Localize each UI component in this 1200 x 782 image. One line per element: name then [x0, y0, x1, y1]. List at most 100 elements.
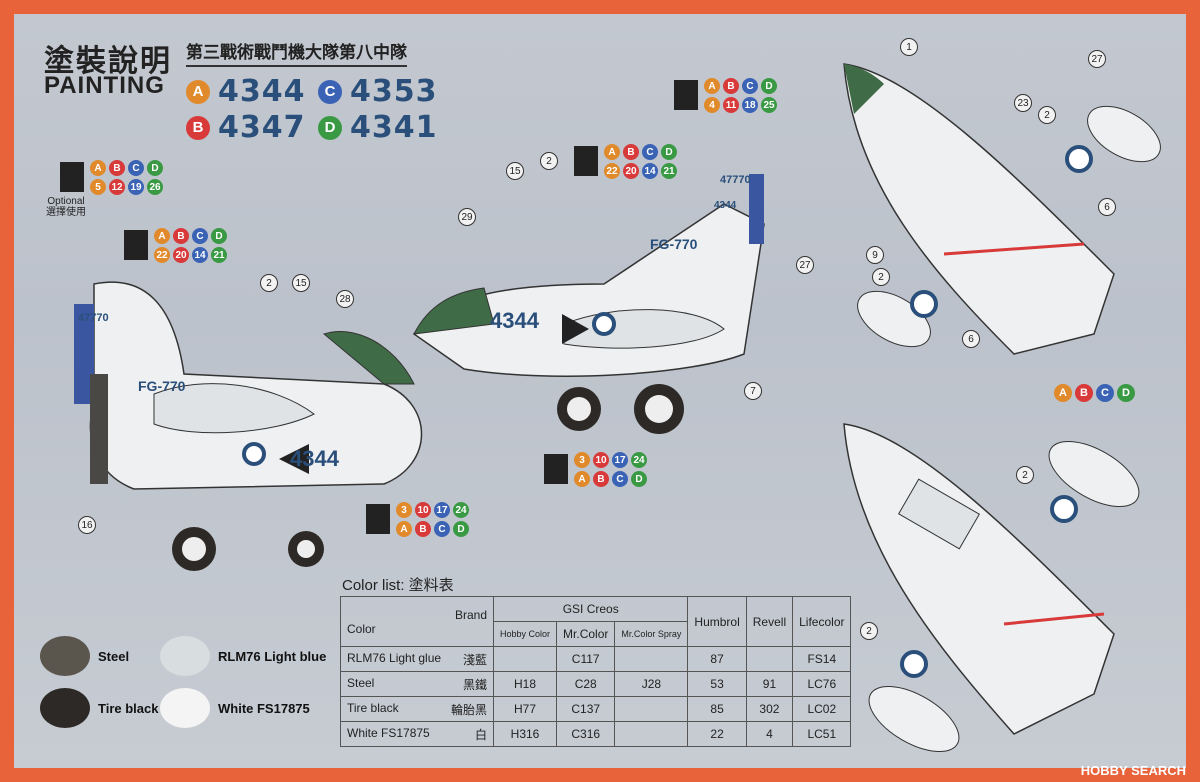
aircraft-right-side-view: [412, 174, 765, 434]
decal-number: 20: [623, 163, 639, 179]
variant-number: 4347: [218, 110, 306, 145]
cell-mr: C137: [556, 696, 616, 722]
header-mr-color-spray: Mr.Color Spray: [614, 621, 689, 647]
cell-spray: J28: [614, 671, 689, 697]
decal-number: 10: [415, 502, 431, 518]
variant-number: 4341: [350, 110, 438, 145]
cell-hobby: H18: [492, 671, 558, 697]
title-chinese: 塗裝說明: [44, 44, 172, 79]
cell-revell: 302: [745, 696, 794, 722]
aircraft-top-view: [843, 63, 1161, 355]
swatch-white: White FS17875: [160, 688, 310, 728]
legend-letter: C: [1096, 384, 1114, 402]
callout: 1: [900, 38, 918, 56]
decal-letter: C: [742, 78, 758, 94]
cell-humbrol: 87: [687, 646, 747, 672]
swatch-steel: Steel: [40, 636, 129, 676]
decal-letter: A: [574, 471, 590, 487]
serial-marking: 47770: [720, 174, 751, 186]
decal-group-optional: A B C D 5 12 19 26: [60, 160, 163, 198]
decal-group: 3 10 17 24 A B C D: [544, 452, 647, 490]
swatch-label: Steel: [98, 648, 130, 664]
cell-life: LC02: [792, 696, 852, 722]
color-list-table: Brand Color GSI Creos Humbrol Revell Lif…: [340, 596, 852, 747]
cell-revell: [745, 646, 794, 672]
title-english: PAINTING: [44, 72, 165, 99]
decal-number: 14: [642, 163, 658, 179]
decal-number: 12: [109, 179, 125, 195]
decal-group: 3 10 17 24 A B C D: [366, 502, 469, 540]
decal-number: 3: [396, 502, 412, 518]
decal-number: 4: [704, 97, 720, 113]
fuselage-number: 4344: [490, 308, 539, 333]
decal-letter: B: [109, 160, 125, 176]
cell-life: LC51: [792, 721, 852, 747]
decal-letter: D: [147, 160, 163, 176]
swatch-color: [40, 636, 90, 676]
optional-label: Optional 選擇使用: [46, 196, 86, 218]
decal-number: 20: [173, 247, 189, 263]
callout: 6: [962, 330, 980, 348]
callout: 28: [336, 290, 354, 308]
decal-number: 11: [723, 97, 739, 113]
cell-revell: 91: [745, 671, 794, 697]
decal-letter: B: [623, 144, 639, 160]
decal-icon: [60, 162, 84, 192]
callout: 2: [540, 152, 558, 170]
decal-letter: D: [761, 78, 777, 94]
decal-letter: C: [128, 160, 144, 176]
cell-spray: [614, 696, 689, 722]
fuselage-number: 4344: [290, 446, 339, 471]
decal-icon: [124, 230, 148, 260]
callout: 7: [744, 382, 762, 400]
decal-letter: D: [453, 521, 469, 537]
decal-group: A B C D 22 20 14 21: [574, 144, 677, 182]
decal-letter: B: [415, 521, 431, 537]
decal-number: 17: [434, 502, 450, 518]
code-marking: FG-770: [138, 378, 186, 394]
callout: 27: [796, 256, 814, 274]
callout: 27: [1088, 50, 1106, 68]
decal-number: 25: [761, 97, 777, 113]
cell-humbrol: 53: [687, 671, 747, 697]
callout: 23: [1014, 94, 1032, 112]
color-name-cn: 黑鐵: [462, 677, 487, 692]
decal-letter: B: [593, 471, 609, 487]
code-marking: FG-770: [650, 236, 698, 252]
variant-number: 4344: [218, 74, 306, 109]
table-row: Steel 黑鐵 H18 C28 J28 53 91 LC76: [340, 671, 852, 697]
color-name: Tire black: [347, 700, 399, 715]
cell-spray: [614, 646, 689, 672]
row-color: Steel 黑鐵: [340, 671, 494, 697]
table-row: Tire black 輪胎黑 H77 C137 85 302 LC02: [340, 696, 852, 722]
header-humbrol: Humbrol: [687, 596, 747, 647]
cell-humbrol: 22: [687, 721, 747, 747]
decal-group: A B C D 4 11 18 25: [674, 78, 777, 116]
callout: 6: [1098, 198, 1116, 216]
cell-life: LC76: [792, 671, 852, 697]
row-color: RLM76 Light glue 淺藍: [340, 646, 494, 672]
decal-number: 24: [631, 452, 647, 468]
color-name: White FS17875: [347, 725, 430, 740]
decal-letter: C: [612, 471, 628, 487]
header-brand: Brand: [454, 607, 487, 622]
variant-c: C 4353: [318, 74, 438, 109]
unit-name: 第三戰術戰鬥機大隊第八中隊: [186, 38, 407, 67]
cell-hobby: H316: [492, 721, 558, 747]
decal-letter: D: [631, 471, 647, 487]
cell-humbrol: 85: [687, 696, 747, 722]
color-name-cn: 白: [474, 727, 487, 742]
callout: 29: [458, 208, 476, 226]
color-name: RLM76 Light glue: [347, 650, 442, 665]
plan-view-legend: A B C D: [1054, 384, 1135, 402]
watermark: HOBBY SEARCH: [1080, 763, 1186, 778]
tail-number: 4344: [714, 200, 737, 211]
cell-revell: 4: [745, 721, 794, 747]
swatch-color: [160, 636, 210, 676]
optional-cn: 選擇使用: [46, 207, 86, 218]
decal-number: 3: [574, 452, 590, 468]
aircraft-bottom-view: [843, 423, 1140, 753]
table-row: RLM76 Light glue 淺藍 C117 87 FS14: [340, 646, 852, 672]
table-row: White FS17875 白 H316 C316 22 4 LC51: [340, 721, 852, 747]
decal-number: 21: [211, 247, 227, 263]
